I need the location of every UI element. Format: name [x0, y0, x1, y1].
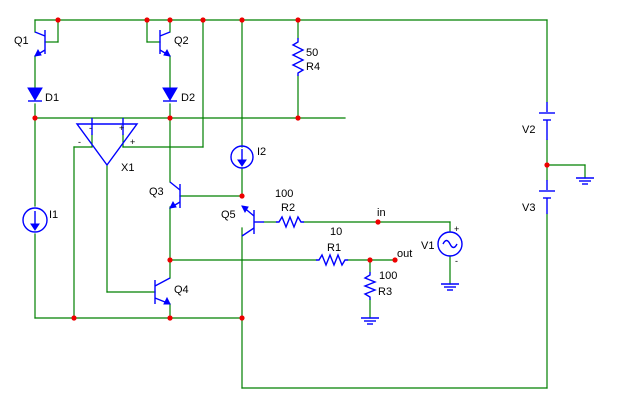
- transistor-q4: [154, 277, 171, 305]
- diode-d2: [162, 87, 178, 102]
- r1-label: R1: [327, 242, 341, 254]
- opamp-plus-pin: +: [119, 123, 124, 133]
- q4-label: Q4: [174, 284, 189, 296]
- opamp-supply-minus-pin: -: [78, 137, 81, 147]
- junction-node: [239, 193, 245, 199]
- transistor-q1: [34, 30, 46, 57]
- ground-symbol-v1: [441, 283, 459, 291]
- junction-node: [167, 115, 173, 121]
- opamp-x1: [75, 118, 139, 167]
- r2-label: R2: [281, 202, 295, 214]
- junction-node: [167, 257, 173, 263]
- x1-label: X1: [121, 162, 134, 174]
- v1-minus-pin: -: [455, 256, 458, 266]
- junction-nodes: [32, 17, 550, 321]
- r1-value-label: 10: [330, 226, 342, 238]
- junction-node: [295, 17, 301, 23]
- out-net-label: out: [397, 248, 412, 260]
- wires: [34, 19, 586, 389]
- junction-node: [367, 257, 373, 263]
- opamp-minus-pin: -: [89, 123, 92, 133]
- transistor-q2: [159, 30, 171, 57]
- r2-value-label: 100: [275, 188, 293, 200]
- resistor-r4: [291, 38, 305, 76]
- ground-symbol-r3: [361, 317, 379, 325]
- current-source-i2: [230, 145, 254, 169]
- junction-node: [375, 219, 381, 225]
- q2-label: Q2: [174, 35, 189, 47]
- transistor-q5: [241, 205, 264, 237]
- junction-node: [200, 17, 206, 23]
- v1-label: V1: [421, 240, 434, 252]
- r4-label: R4: [306, 61, 320, 73]
- i2-label: I2: [257, 146, 266, 158]
- resistor-r3: [363, 272, 377, 300]
- junction-node: [239, 17, 245, 23]
- i1-label: I1: [49, 209, 58, 221]
- diode-d1: [27, 87, 43, 102]
- current-source-i1: [22, 207, 48, 233]
- junction-node: [32, 115, 38, 121]
- q1-label: Q1: [14, 35, 29, 47]
- voltage-source-v1: [437, 231, 463, 257]
- v1-plus-pin: +: [454, 224, 459, 234]
- d2-label: D2: [181, 92, 195, 104]
- transistor-q3: [169, 181, 181, 209]
- junction-node: [55, 17, 61, 23]
- in-net-label: in: [377, 207, 386, 219]
- r4-value-label: 50: [306, 47, 318, 59]
- junction-node: [544, 162, 550, 168]
- r3-value-label: 100: [379, 270, 397, 282]
- q5-label: Q5: [221, 209, 236, 221]
- junction-node: [295, 115, 301, 121]
- d1-label: D1: [45, 92, 59, 104]
- battery-v2: [539, 102, 555, 140]
- junction-node: [392, 257, 398, 263]
- ground-symbol-main: [576, 177, 594, 185]
- opamp-supply-plus-pin: +: [130, 137, 135, 147]
- r3-label: R3: [378, 286, 392, 298]
- q3-label: Q3: [149, 186, 164, 198]
- v3-label: V3: [522, 202, 535, 214]
- battery-v3: [539, 180, 555, 214]
- resistor-r2: [276, 215, 304, 229]
- junction-node: [239, 315, 245, 321]
- v2-label: V2: [522, 124, 535, 136]
- junction-node: [144, 17, 150, 23]
- junction-node: [167, 17, 173, 23]
- junction-node: [71, 315, 77, 321]
- resistor-r1: [316, 253, 348, 267]
- junction-node: [167, 315, 173, 321]
